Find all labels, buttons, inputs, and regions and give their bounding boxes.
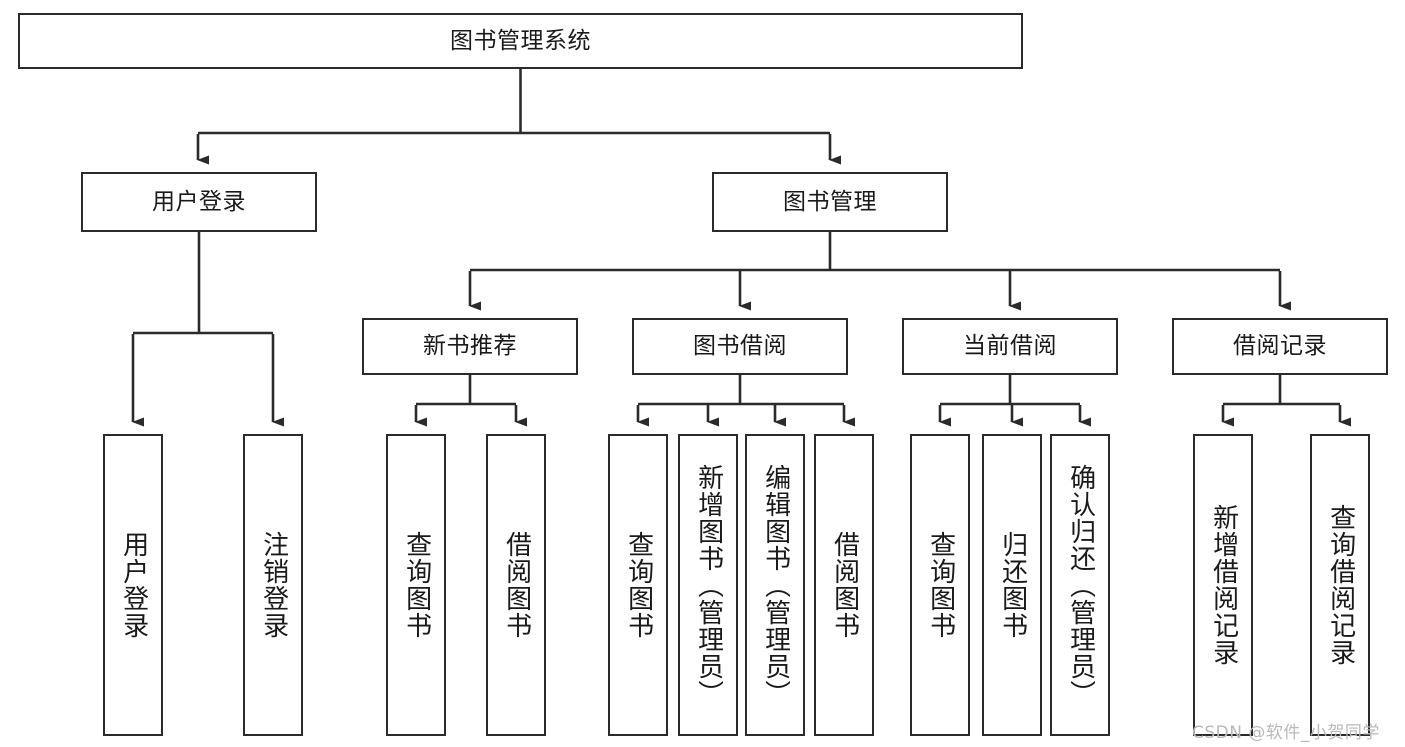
leaf-label: 查询图书	[623, 531, 653, 639]
leaf-label: 借阅图书	[829, 531, 859, 639]
node-leaf-user-logout[interactable]: 注销登录	[243, 434, 303, 736]
leaf-label: 用户登录	[118, 531, 148, 639]
node-leaf-return-book[interactable]: 归还图书	[982, 434, 1042, 736]
leaf-label: 新增借阅记录	[1208, 504, 1238, 666]
node-root[interactable]: 图书管理系统	[18, 13, 1023, 69]
node-leaf-user-login[interactable]: 用户登录	[103, 434, 163, 736]
node-leaf-add-book[interactable]: 新增图书（管理员）	[678, 434, 738, 736]
leaf-label: 查询图书	[925, 531, 955, 639]
node-leaf-query-record[interactable]: 查询借阅记录	[1310, 434, 1370, 736]
leaf-label: 归还图书	[997, 531, 1027, 639]
node-book-borrow[interactable]: 图书借阅	[632, 318, 848, 375]
node-borrow-record[interactable]: 借阅记录	[1172, 318, 1388, 375]
node-leaf-confirm-return[interactable]: 确认归还（管理员）	[1050, 434, 1110, 736]
node-leaf-query-book-borrow[interactable]: 查询图书	[608, 434, 668, 736]
node-leaf-query-book-rec[interactable]: 查询图书	[386, 434, 446, 736]
node-book-manage[interactable]: 图书管理	[712, 172, 948, 232]
node-new-book-recommend[interactable]: 新书推荐	[362, 318, 578, 375]
leaf-label: 查询借阅记录	[1325, 504, 1355, 666]
node-user-login[interactable]: 用户登录	[81, 172, 317, 232]
node-current-borrow[interactable]: 当前借阅	[902, 318, 1118, 375]
leaf-label: 确认归还（管理员）	[1065, 463, 1095, 707]
leaf-label: 新增图书（管理员）	[693, 463, 723, 707]
node-leaf-add-record[interactable]: 新增借阅记录	[1193, 434, 1253, 736]
node-leaf-query-book-cur[interactable]: 查询图书	[910, 434, 970, 736]
node-leaf-edit-book[interactable]: 编辑图书（管理员）	[745, 434, 805, 736]
leaf-label: 借阅图书	[501, 531, 531, 639]
leaf-label: 编辑图书（管理员）	[760, 463, 790, 707]
node-leaf-borrow-book-rec[interactable]: 借阅图书	[486, 434, 546, 736]
leaf-label: 注销登录	[258, 531, 288, 639]
leaf-label: 查询图书	[401, 531, 431, 639]
node-leaf-borrow-book[interactable]: 借阅图书	[814, 434, 874, 736]
